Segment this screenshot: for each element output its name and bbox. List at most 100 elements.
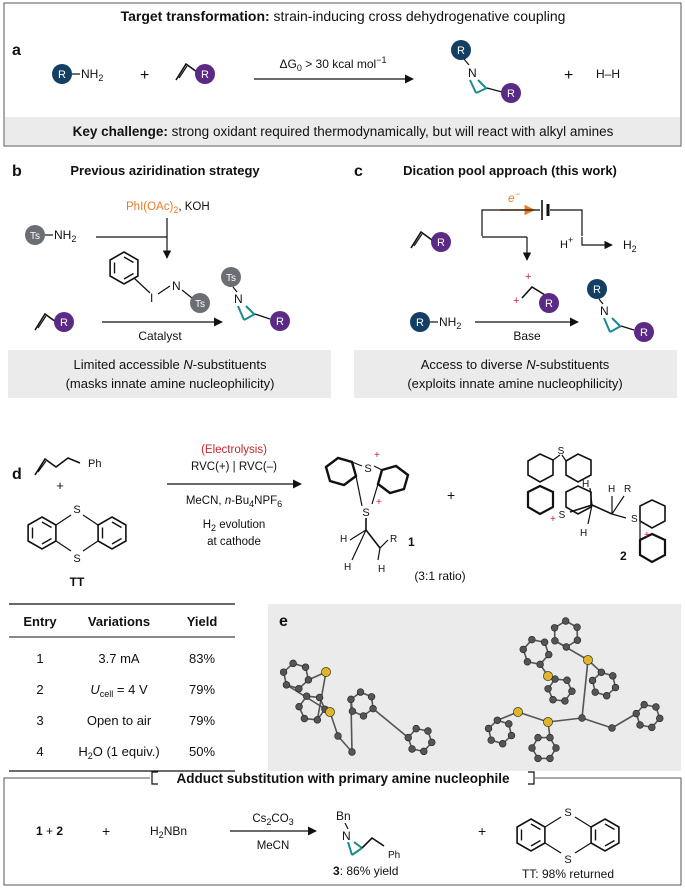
carbon-atom [540,638,549,646]
delta-g-condition: ΔG0 > 30 kcal mol−1 [279,55,386,73]
crystal-bond [554,640,589,661]
carbon-atom [578,714,586,722]
carbon-atom [348,707,357,715]
carbon-atom [302,692,311,700]
carbon-atom [609,672,617,680]
ratio-label: (3:1 ratio) [414,569,465,583]
svg-text:H2O (1 equiv.): H2O (1 equiv.) [78,744,159,761]
svg-text:R: R [437,237,445,249]
sulfur-atom [543,671,553,681]
sulfur-atom [513,707,523,717]
svg-text:S: S [631,514,638,525]
plus-d: + [447,487,455,503]
target-title: Target transformation: strain-inducing c… [121,8,566,24]
r-group-navy-icon [451,40,471,60]
plus-bottom-1: + [102,823,110,839]
carbon-atom [602,692,611,700]
carbon-atom [536,660,544,669]
circuit-right [550,209,583,236]
aziridine-product-a: R N R [451,40,521,103]
tt-label: TT [70,575,85,589]
carbon-atom [546,733,554,742]
top-frame [3,2,682,147]
sulfur-atom [321,667,331,677]
cathode-label: at cathode [207,536,261,548]
carbon-atom [534,733,542,742]
carbon-atom [523,658,532,666]
carbon-atom [632,709,640,718]
svg-text:N: N [342,829,351,843]
r-group-purple-icon [539,293,559,313]
carbon-atom [424,727,432,735]
carbon-atom [304,676,313,684]
adduct-1: S + S + H R H H 1 [324,450,415,575]
svg-text:2: 2 [36,682,43,697]
alkene-c: R [410,230,451,252]
catalyst-label: Catalyst [138,329,182,343]
ts-group-icon [25,225,45,245]
panel-label-e: e [279,613,288,630]
svg-text:R: R [60,317,68,329]
electron-label: e− [508,189,520,205]
plus-bottom-2: + [478,823,486,839]
carbon-atom [546,754,554,763]
carbon-atom [573,636,582,644]
svg-text:Ts: Ts [195,299,205,310]
carbon-atom [404,733,412,742]
svg-text:R: R [58,69,66,81]
carbon-atom [348,748,356,756]
svg-text:NH2: NH2 [81,67,103,83]
svg-text:79%: 79% [189,682,215,697]
carbon-atom [551,637,559,645]
carbon-atom [568,687,576,695]
aziridine-product-b: Ts N R [221,267,290,331]
svg-text:3.7 mA: 3.7 mA [98,651,140,666]
svg-text:1: 1 [36,651,43,666]
svg-text:Ts: Ts [226,273,236,284]
panel-c-title: Dication pool approach (this work) [403,163,617,178]
carbon-atom [295,703,303,711]
svg-text:R: R [640,327,648,339]
carbon-atom [487,736,495,744]
svg-text:S: S [564,854,571,866]
table-row: 3 Open to air 79% [36,713,215,728]
carbon-atom [295,684,303,693]
crystal-bond [517,711,549,723]
svg-text:I: I [150,291,153,305]
carbon-atom [573,623,581,631]
dication-intermediate: + + R [513,271,559,313]
carbon-atom [315,693,324,702]
svg-text:H: H [344,562,351,573]
bottom-solvent: MeCN [257,840,290,852]
svg-text:+: + [644,530,650,541]
carbon-atom [563,676,571,684]
svg-text:H: H [580,528,587,539]
r-group-navy-icon [52,64,72,84]
carbon-atom [597,668,606,676]
svg-text:Ph: Ph [388,850,400,861]
r-group-purple-icon [54,312,74,332]
aziridine-product-c: R N R [587,279,654,342]
svg-text:NH2: NH2 [439,315,461,331]
carbon-atom [505,720,513,728]
carbon-atom [347,695,355,704]
thianthrene-returned: S S TT: 98% returned [516,807,620,881]
panel-b-note-2: (masks innate amine nucleophilicity) [66,376,275,391]
panel-c-note-2: (exploits innate amine nucleophilicity) [407,376,622,391]
panel-label-a: a [12,42,21,59]
key-challenge-bar [5,117,680,145]
alkene-b: R [34,312,74,332]
carbon-atom [498,740,507,748]
svg-text:R: R [201,69,209,81]
carbon-atom [588,676,597,685]
cesium-carbonate: Cs2CO3 [252,813,293,827]
hydrogen-gas: H–H [596,67,620,81]
compound-2-label: 2 [620,549,627,563]
crystal-bond [611,712,637,729]
carbon-atom [301,663,310,671]
key-challenge-text: Key challenge: strong oxidant required t… [73,124,614,139]
plus-a1: + [140,67,149,84]
svg-text:R: R [593,284,601,296]
crystal-structures [279,617,664,763]
carbon-atom [648,723,656,732]
